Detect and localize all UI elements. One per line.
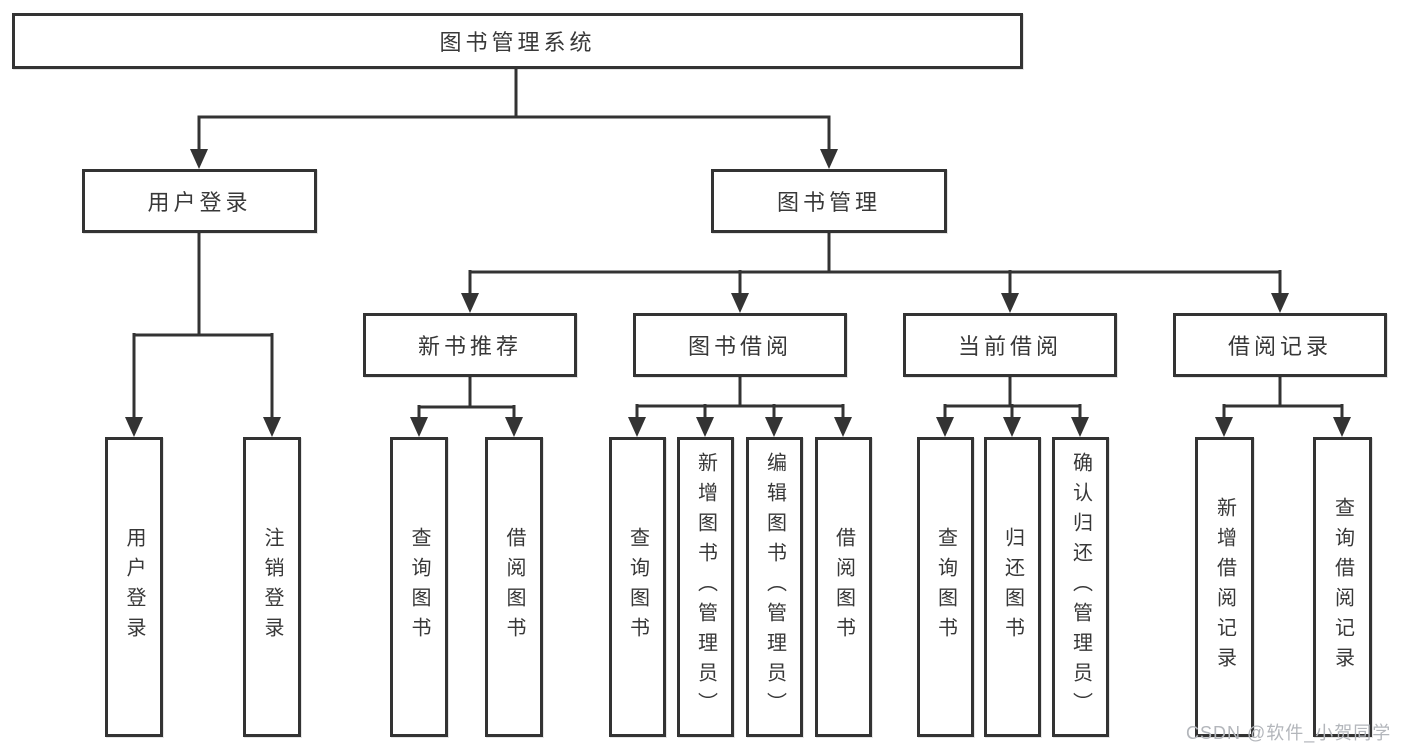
leaf-query-books-borrow: 查询图书 bbox=[609, 437, 666, 737]
arrowhead-icon bbox=[696, 417, 714, 437]
leaf-confirm-return-admin: 确认归还（管理员） bbox=[1052, 437, 1109, 737]
csdn-watermark: CSDN @软件_小贺同学 bbox=[1186, 723, 1392, 743]
arrowhead-icon bbox=[765, 417, 783, 437]
node-root-library-system: 图书管理系统 bbox=[12, 13, 1023, 69]
node-label: 查询图书 bbox=[934, 527, 957, 647]
arrowhead-icon bbox=[263, 417, 281, 437]
node-new-book-recommend: 新书推荐 bbox=[363, 313, 577, 377]
arrowhead-icon bbox=[628, 417, 646, 437]
node-label: 借阅图书 bbox=[503, 527, 525, 647]
leaf-logout: 注销登录 bbox=[243, 437, 301, 737]
node-label: 借阅图书 bbox=[832, 527, 855, 647]
node-label: 确认归还（管理员） bbox=[1069, 452, 1092, 722]
arrowhead-icon bbox=[505, 417, 523, 437]
arrowhead-icon bbox=[1071, 417, 1089, 437]
leaf-borrow-books: 借阅图书 bbox=[815, 437, 872, 737]
node-label: 当前借阅 bbox=[957, 334, 1062, 359]
arrowhead-icon bbox=[410, 417, 428, 437]
node-current-borrow: 当前借阅 bbox=[903, 313, 1117, 377]
node-book-borrow: 图书借阅 bbox=[633, 313, 847, 377]
node-label: 查询图书 bbox=[626, 527, 649, 647]
leaf-query-borrow-record: 查询借阅记录 bbox=[1313, 437, 1372, 737]
node-label: 图书管理系统 bbox=[439, 30, 596, 55]
arrowhead-icon bbox=[1271, 293, 1289, 313]
leaf-borrow-books-recommend: 借阅图书 bbox=[485, 437, 543, 737]
arrowhead-icon bbox=[1001, 293, 1019, 313]
node-label: 编辑图书（管理员） bbox=[763, 452, 786, 722]
node-label: 注销登录 bbox=[261, 527, 283, 647]
arrowhead-icon bbox=[461, 293, 479, 313]
node-borrow-records: 借阅记录 bbox=[1173, 313, 1387, 377]
node-label: 查询图书 bbox=[408, 527, 430, 647]
node-label: 图书管理 bbox=[776, 190, 881, 215]
arrowhead-icon bbox=[1215, 417, 1233, 437]
node-label: 用户登录 bbox=[147, 190, 252, 215]
arrowhead-icon bbox=[125, 417, 143, 437]
leaf-add-books-admin: 新增图书（管理员） bbox=[677, 437, 734, 737]
arrowhead-icon bbox=[834, 417, 852, 437]
leaf-edit-books-admin: 编辑图书（管理员） bbox=[746, 437, 803, 737]
leaf-add-borrow-record: 新增借阅记录 bbox=[1195, 437, 1254, 737]
node-label: 用户登录 bbox=[123, 527, 145, 647]
node-label: 归还图书 bbox=[1001, 527, 1024, 647]
arrowhead-icon bbox=[1003, 417, 1021, 437]
leaf-query-books-current: 查询图书 bbox=[917, 437, 974, 737]
node-user-login: 用户登录 bbox=[82, 169, 317, 233]
node-label: 新书推荐 bbox=[417, 334, 522, 359]
node-book-management: 图书管理 bbox=[711, 169, 947, 233]
arrowhead-icon bbox=[936, 417, 954, 437]
arrowhead-icon bbox=[820, 149, 838, 169]
leaf-query-books-recommend: 查询图书 bbox=[390, 437, 448, 737]
leaf-return-books: 归还图书 bbox=[984, 437, 1041, 737]
node-label: 新增图书（管理员） bbox=[694, 452, 717, 722]
leaf-user-login: 用户登录 bbox=[105, 437, 163, 737]
arrowhead-icon bbox=[190, 149, 208, 169]
node-label: 图书借阅 bbox=[687, 334, 792, 359]
arrowhead-icon bbox=[731, 293, 749, 313]
node-label: 新增借阅记录 bbox=[1213, 497, 1236, 677]
arrowhead-icon bbox=[1333, 417, 1351, 437]
node-label: 借阅记录 bbox=[1227, 334, 1332, 359]
node-label: 查询借阅记录 bbox=[1331, 497, 1354, 677]
